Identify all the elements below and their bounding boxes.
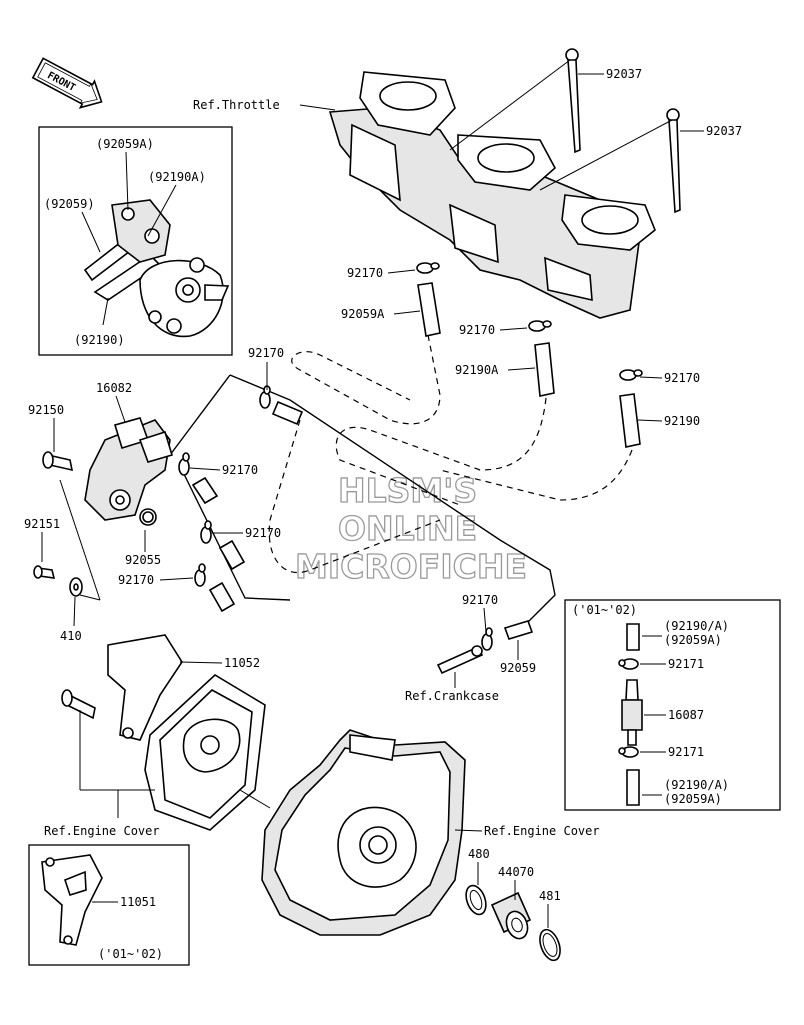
watermark-line-3: MICROFICHE [295,547,527,586]
clip-icons [178,262,643,651]
label-11051: 11051 [120,895,156,909]
label-ref-engine-cover-left: Ref.Engine Cover [44,824,160,838]
label-inset-92059a: (92059A) [96,137,154,151]
label-11052: 11052 [224,656,260,670]
label-92170-5: 92170 [222,463,258,477]
label-92170-3: 92170 [664,371,700,385]
cable-tie-drawing [565,48,681,214]
label-44070: 44070 [498,865,534,879]
engine-cover-drawing [261,729,466,936]
label-inset-92059: (92059) [44,197,95,211]
hose-segments [191,282,641,640]
label-ref-throttle: Ref.Throttle [193,98,280,112]
front-arrow-icon: FRONT [31,57,103,109]
label-92170-8: 92170 [462,593,498,607]
label-r-16087: 16087 [668,708,704,722]
inset-linkage-drawing [81,151,230,338]
label-92059: 92059 [500,661,536,675]
inset-bracket-drawing [41,854,103,946]
watermark: HLSM'S ONLINE MICROFICHE [294,470,527,586]
label-92170-7: 92170 [118,573,154,587]
label-92190a: 92190A [455,363,499,377]
label-ref-engine-cover-right: Ref.Engine Cover [484,824,600,838]
label-481: 481 [539,889,561,903]
label-r-92059a-top: (92059A) [664,633,722,647]
label-92170-4: 92170 [248,346,284,360]
bearing-assembly-drawing [465,884,561,962]
label-r-92190a-top: (92190/A) [664,619,729,633]
label-92059a: 92059A [341,307,385,321]
valve-assembly-drawing [33,417,174,597]
inset-valve-drawing [618,623,643,806]
label-92170-2: 92170 [459,323,495,337]
crankcase-fitting-drawing [436,645,484,675]
label-92037-a: 92037 [606,67,642,81]
label-92150: 92150 [28,403,64,417]
watermark-line-1: HLSM'S [338,471,477,510]
label-92190: 92190 [664,414,700,428]
label-480: 480 [468,847,490,861]
label-years-left: ('01~'02) [98,947,163,961]
label-r-92171-bot: 92171 [668,745,704,759]
label-92170-6: 92170 [245,526,281,540]
bracket-and-plate-drawing [61,634,266,831]
inset-box-linkage [38,126,233,356]
label-r-92171-top: 92171 [668,657,704,671]
label-years-right: ('01~'02) [572,603,637,617]
inset-box-valve [564,599,781,811]
label-r-92059a-bot: (92059A) [664,792,722,806]
label-inset-92190: (92190) [74,333,125,347]
label-92055: 92055 [125,553,161,567]
label-ref-crankcase: Ref.Crankcase [405,689,499,703]
throttle-manifold-drawing [328,71,656,319]
label-92151: 92151 [24,517,60,531]
inset-box-bracket [28,844,190,966]
label-92037-b: 92037 [706,124,742,138]
label-inset-92190a: (92190A) [148,170,206,184]
watermark-line-2: ONLINE [338,509,477,548]
label-r-92190a-bot: (92190/A) [664,778,729,792]
label-410: 410 [60,629,82,643]
label-16082: 16082 [96,381,132,395]
label-92170-1: 92170 [347,266,383,280]
